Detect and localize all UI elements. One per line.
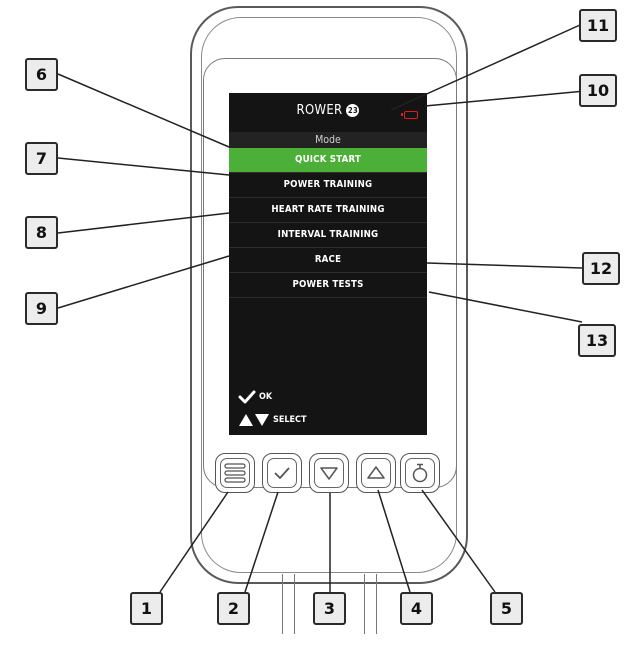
callout-7: 7: [25, 142, 58, 175]
check-icon: [238, 390, 256, 404]
callout-4: 4: [400, 592, 433, 625]
leader-line-9: [57, 255, 230, 309]
triangle-up-icon: [367, 466, 385, 479]
menu-item-power-training[interactable]: POWER TRAINING: [229, 173, 427, 198]
menu-item-heart-rate-training[interactable]: HEART RATE TRAINING: [229, 198, 427, 223]
leader-line-8: [57, 212, 230, 234]
menu-item-interval-training[interactable]: INTERVAL TRAINING: [229, 223, 427, 248]
leader-line-7: [57, 157, 230, 176]
stopwatch-button[interactable]: [400, 453, 440, 493]
section-label: Mode: [229, 132, 427, 148]
title-badge: 23: [346, 104, 360, 117]
cable-line: [282, 574, 283, 634]
menu-item-race[interactable]: RACE: [229, 248, 427, 273]
up-down-triangles-icon: [239, 414, 269, 426]
cable-line: [376, 574, 377, 634]
battery-icon: [401, 111, 418, 119]
callout-6: 6: [25, 58, 58, 91]
leader-line-5: [421, 489, 496, 593]
leader-line-11: [390, 24, 581, 111]
hint-ok-label: OK: [259, 392, 273, 402]
callout-8: 8: [25, 216, 58, 249]
leader-line-6: [57, 73, 230, 148]
menu-item-quick-start[interactable]: QUICK START: [229, 148, 427, 173]
callout-2: 2: [217, 592, 250, 625]
callout-1: 1: [130, 592, 163, 625]
triangle-down-icon: [320, 467, 338, 480]
hint-select: SELECT: [238, 413, 307, 427]
callout-9: 9: [25, 292, 58, 325]
leader-line-2: [244, 491, 279, 593]
cable-line: [294, 574, 295, 634]
check-icon: [274, 467, 290, 479]
callout-13: 13: [578, 324, 616, 357]
up-button[interactable]: [356, 453, 396, 493]
cable-line: [364, 574, 365, 634]
screen-title: ROWER: [296, 103, 343, 118]
leader-line-13: [428, 291, 583, 323]
menu-item-power-tests[interactable]: POWER TESTS: [229, 273, 427, 298]
hint-select-label: SELECT: [273, 415, 307, 425]
callout-3: 3: [313, 592, 346, 625]
stopwatch-icon: [412, 463, 428, 483]
leader-line-4: [377, 489, 411, 593]
menu-button[interactable]: [215, 453, 255, 493]
leader-line-1: [159, 491, 229, 593]
leader-line-10: [424, 90, 586, 107]
callout-11: 11: [579, 9, 617, 42]
menu-icon: [224, 463, 246, 483]
callout-12: 12: [582, 252, 620, 285]
hint-ok: OK: [238, 390, 272, 404]
down-button[interactable]: [309, 453, 349, 493]
callout-5: 5: [490, 592, 523, 625]
callout-10: 10: [579, 74, 617, 107]
leader-line-12: [426, 262, 583, 269]
confirm-button[interactable]: [262, 453, 302, 493]
mode-menu: QUICK START POWER TRAINING HEART RATE TR…: [229, 148, 427, 298]
